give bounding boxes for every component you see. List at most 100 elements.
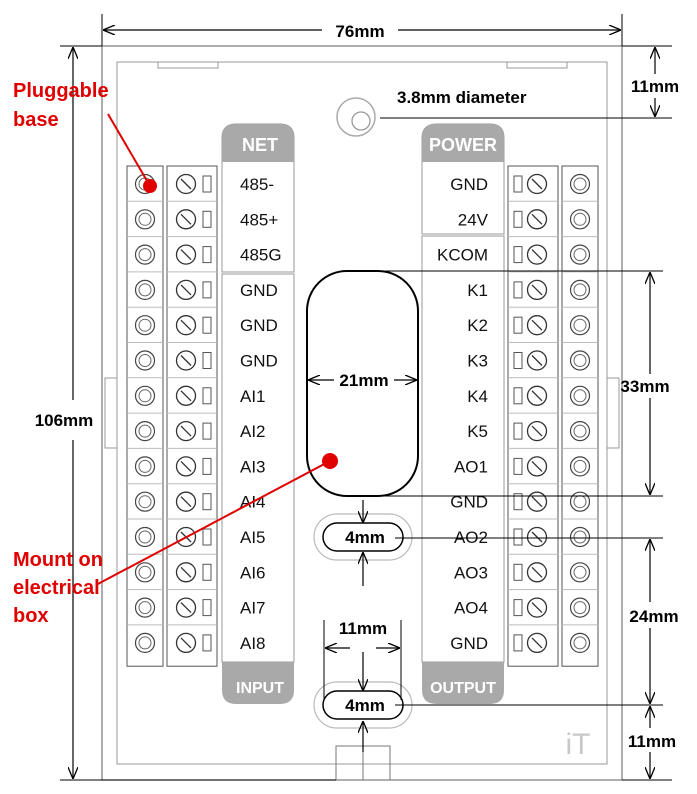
right-terminal-screw-slot: [531, 425, 543, 437]
right-wire-entry: [513, 246, 523, 264]
dim-small-width: 11mm: [339, 619, 387, 638]
dim-slot-height: 33mm: [620, 377, 669, 396]
power-header-label: POWER: [429, 135, 497, 155]
left-wire-entry: [202, 457, 212, 475]
right-base-screw-head: [573, 354, 587, 367]
left-terminal-screw-slot: [180, 178, 192, 190]
left-wire-entry: [202, 387, 212, 405]
input-footer: [222, 662, 294, 704]
right-terminal-label: KCOM: [437, 246, 488, 265]
left-terminal-screw-slot: [180, 249, 192, 261]
right-terminal-screw-slot: [531, 249, 543, 261]
left-base-screw-head: [138, 459, 152, 473]
output-label-panel: [421, 235, 505, 663]
left-terminal-block: [126, 165, 218, 667]
right-terminal-label: K4: [467, 387, 488, 406]
right-terminal-screw-slot: [531, 566, 543, 578]
right-terminal-label: AO1: [454, 457, 488, 476]
net-header-label: NET: [242, 135, 278, 155]
left-terminal-screw-slot: [180, 460, 192, 472]
left-base-screw-head: [138, 530, 152, 544]
right-terminal-screw-slot: [531, 496, 543, 508]
left-wire-entry: [202, 175, 212, 193]
side-clip-left: [104, 377, 118, 449]
right-terminal-label: GND: [450, 493, 488, 512]
right-terminal-label: K2: [467, 316, 488, 335]
right-terminal-screw-slot: [531, 637, 543, 649]
left-terminal-label: AI7: [240, 599, 266, 618]
left-terminal-label: AI2: [240, 422, 266, 441]
right-wire-entry: [513, 210, 523, 228]
top-tab-right: [506, 61, 568, 69]
left-wire-entry: [202, 281, 212, 299]
left-wire-entry: [202, 528, 212, 546]
left-base-screw-head: [138, 283, 152, 297]
right-wire-entry: [513, 352, 523, 369]
right-base-screw-head: [573, 495, 587, 509]
left-terminal-screw-slot: [180, 213, 192, 225]
right-wire-entry: [513, 528, 523, 546]
left-terminal-screw-slot: [180, 637, 192, 649]
dim-slot-width: 21mm: [339, 371, 388, 390]
left-base-screw-head: [138, 565, 152, 579]
right-base-screw-head: [573, 389, 587, 403]
left-terminal-label: AI1: [240, 387, 266, 406]
left-terminal-label: GND: [240, 352, 278, 371]
right-base-screw-head: [573, 283, 587, 297]
right-terminal-screw-slot: [531, 319, 543, 331]
left-wire-entry: [202, 563, 212, 581]
right-wire-entry: [513, 387, 523, 405]
input-label-panel: [221, 273, 295, 663]
dim-bottom-right: 11mm: [628, 732, 676, 751]
left-terminal-label: 485+: [240, 210, 278, 229]
right-terminal-label: GND: [450, 175, 488, 194]
left-base-screw-head: [138, 389, 152, 403]
right-base-screw-head: [573, 636, 587, 650]
dim-hole-diameter: 3.8mm diameter: [397, 88, 527, 107]
output-footer-label: OUTPUT: [430, 680, 496, 697]
mount-line-2: electrical: [13, 577, 100, 599]
left-terminal-screw-slot: [180, 319, 192, 331]
mount-dot: [322, 453, 338, 469]
left-base-screw-head: [138, 424, 152, 438]
right-wire-entry: [513, 281, 523, 299]
right-wire-entry: [513, 422, 523, 440]
left-terminal-screw-slot: [180, 425, 192, 437]
right-base-screw-head: [573, 212, 587, 226]
right-terminal-screw-slot: [531, 178, 543, 190]
left-wire-entry: [202, 599, 212, 617]
right-terminal-block: [507, 165, 599, 667]
right-terminal-label: K5: [467, 422, 488, 441]
right-base-strip: [561, 165, 599, 667]
right-terminal-label: K1: [467, 281, 488, 300]
dim-top-right: 11mm: [631, 77, 679, 96]
left-terminal-label: GND: [240, 316, 278, 335]
left-wire-entry: [202, 634, 212, 652]
right-base-screw-head: [573, 530, 587, 544]
left-terminal-screw-slot: [180, 355, 192, 366]
left-terminal-label: 485-: [240, 175, 274, 194]
power-header: [422, 124, 504, 162]
right-terminal-label: AO4: [454, 599, 488, 618]
left-connector-strip: [166, 165, 218, 667]
right-terminal-screw-slot: [531, 284, 543, 296]
left-base-screw-head: [138, 636, 152, 650]
right-terminal-label: AO3: [454, 563, 488, 582]
right-terminal-screw-slot: [531, 355, 543, 366]
right-wire-entry: [513, 457, 523, 475]
left-wire-entry: [202, 422, 212, 440]
left-wire-entry: [202, 352, 212, 369]
right-wire-entry: [513, 634, 523, 652]
brand-logo: iT: [566, 728, 591, 761]
left-terminal-screw-slot: [180, 496, 192, 508]
left-terminal-label: AI3: [240, 457, 266, 476]
left-base-screw-head: [138, 248, 152, 262]
mount-pointer: [95, 460, 331, 586]
left-terminal-label: AI5: [240, 528, 266, 547]
left-terminal-label: AI6: [240, 563, 266, 582]
left-terminal-label: GND: [240, 281, 278, 300]
right-terminal-screw-slot: [531, 390, 543, 402]
pluggable-base-line-1: Pluggable: [13, 80, 109, 102]
left-base-screw-head: [138, 212, 152, 226]
